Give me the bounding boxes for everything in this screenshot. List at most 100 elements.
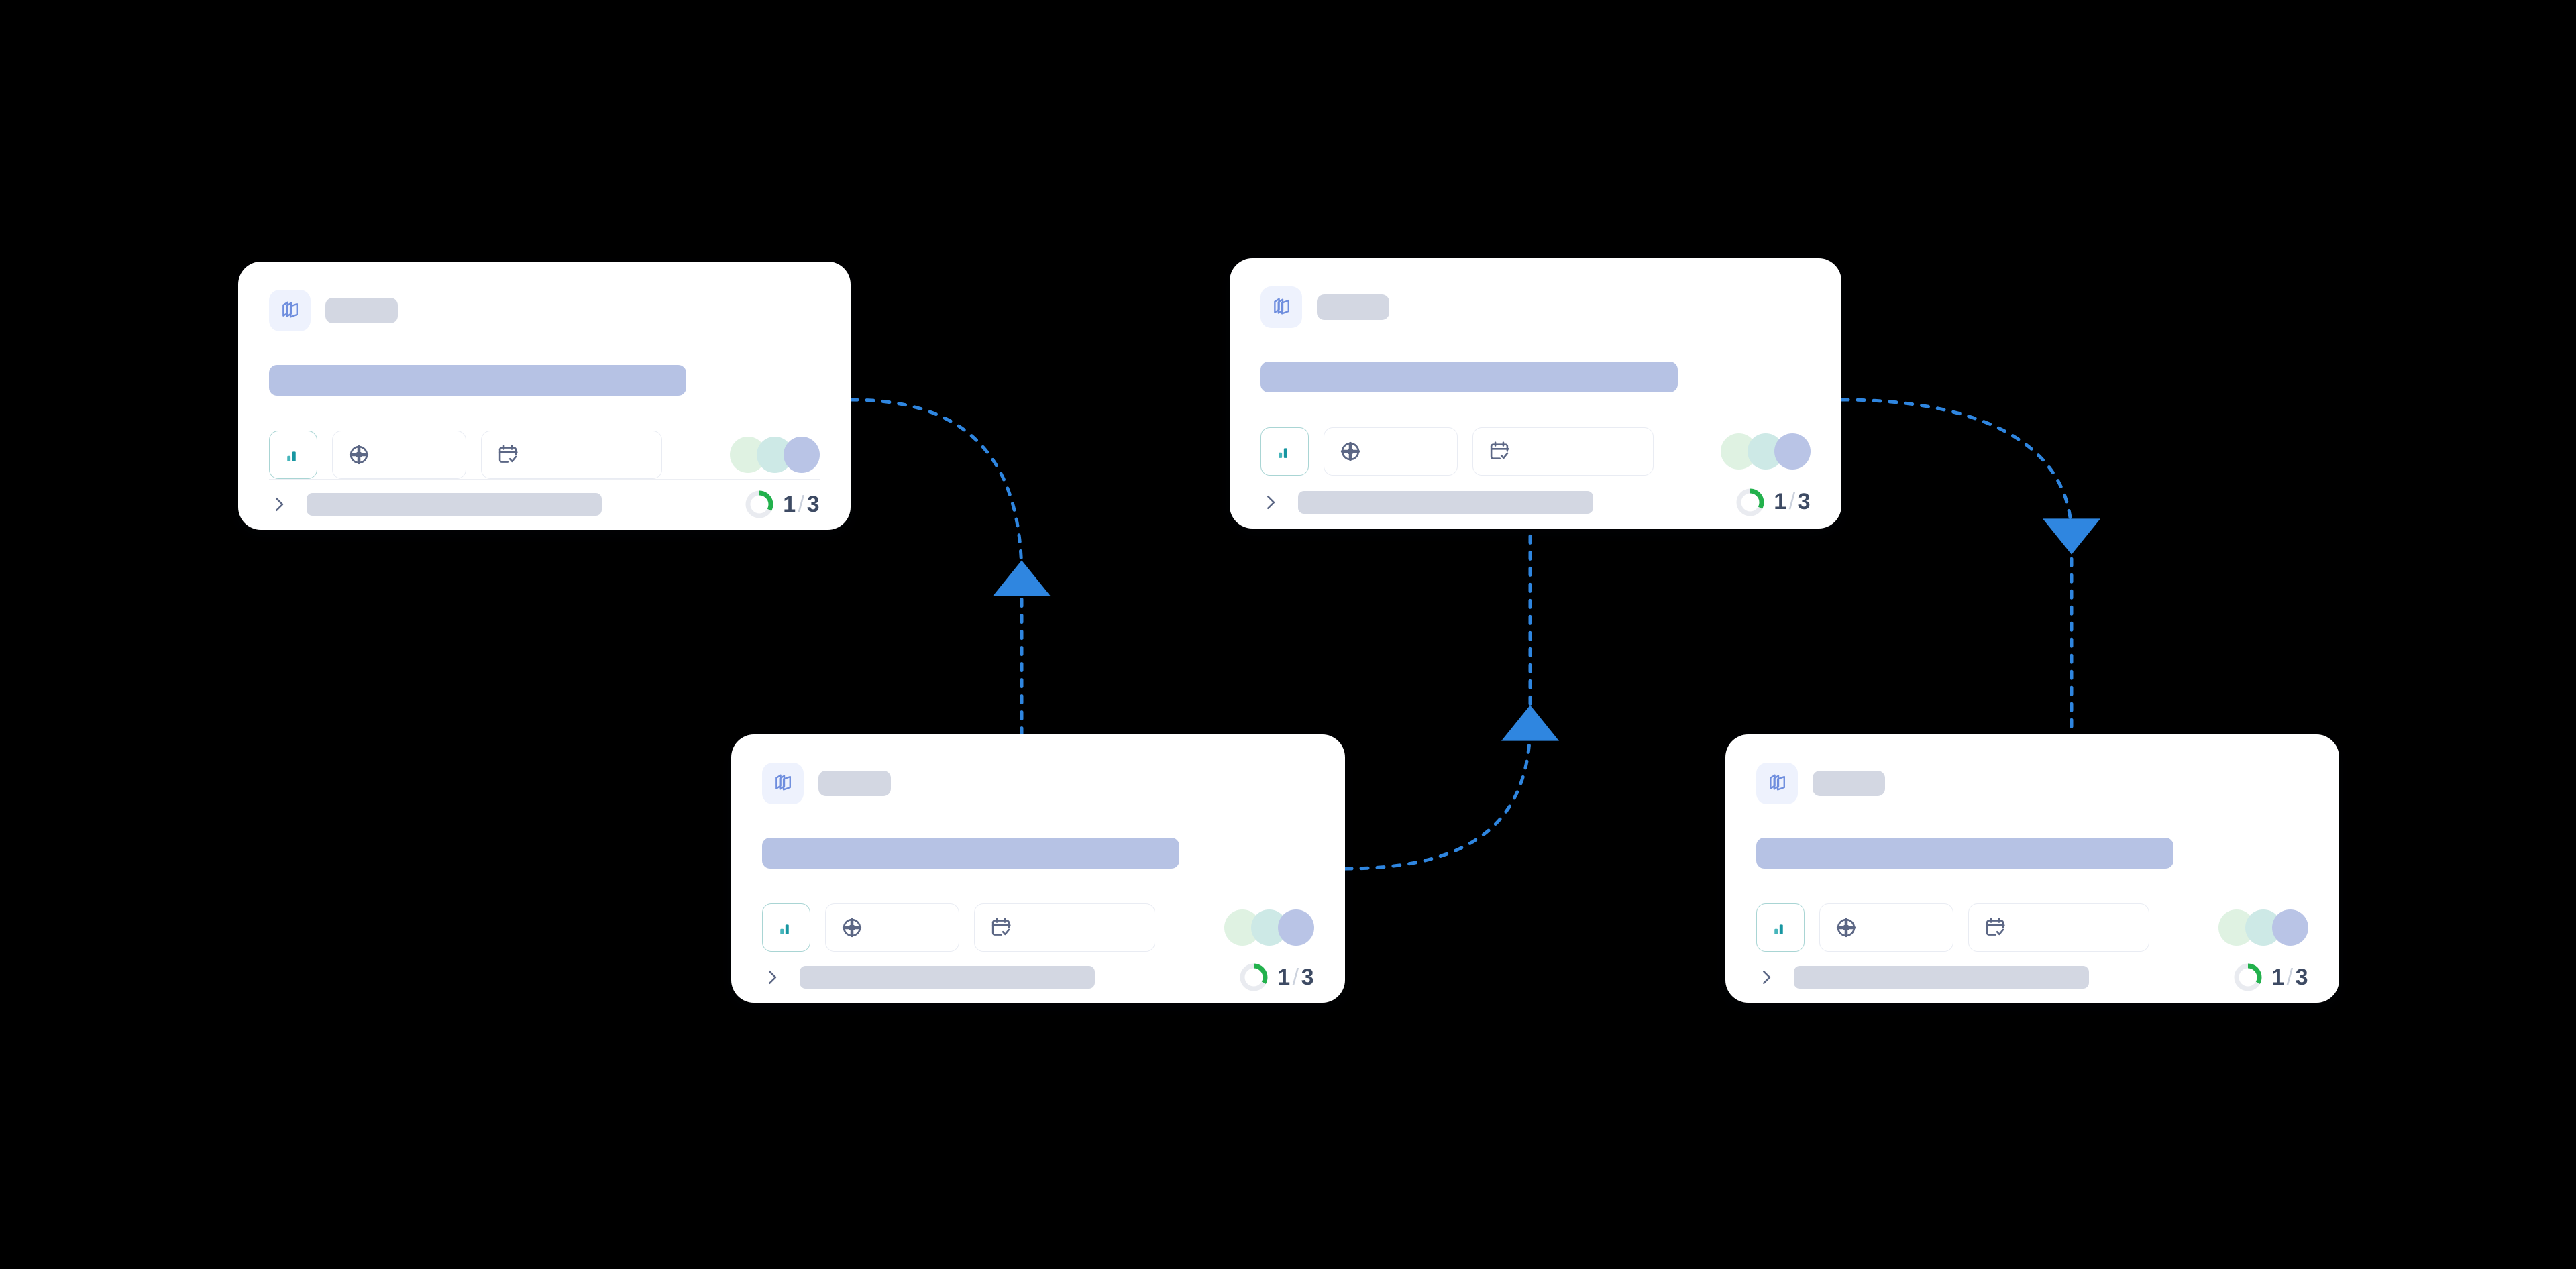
card-footer-placeholder [1794,966,2089,989]
workflow-card[interactable]: 1/3 [731,734,1345,1003]
card-heading-placeholder [1756,838,2174,869]
progress-current: 1 [783,491,796,517]
card-title-placeholder [325,298,398,323]
calendar-check-icon [496,443,519,466]
progress-label: 1/3 [2271,964,2308,991]
toolbar-chip-bar-chart[interactable] [762,903,810,952]
card-title-placeholder [1813,771,1885,796]
assignee-avatar-stack[interactable] [1721,433,1811,470]
progress-separator: / [798,491,805,517]
chevron-right-icon [1756,967,1776,987]
toolbar-chip-calendar-check[interactable] [974,903,1155,952]
layers-icon [1766,772,1788,795]
chevron-right-icon [1260,492,1281,512]
progress-total: 3 [1301,964,1314,990]
progress-total: 3 [806,491,820,517]
avatar[interactable] [1278,909,1314,946]
progress-separator: / [1292,964,1299,990]
progress-current: 1 [1277,964,1291,990]
expand-card-button[interactable] [1756,967,1776,987]
card-body [1230,258,1841,476]
card-body [731,734,1345,952]
card-footer-placeholder [1298,490,1593,514]
card-title-placeholder [1317,294,1389,320]
bar-chart-icon [1275,442,1294,461]
bar-chart-icon [1771,918,1790,937]
toolbar-chip-lifebuoy[interactable] [332,431,466,479]
layers-icon [771,772,794,795]
toolbar-chip-lifebuoy[interactable] [1324,427,1458,476]
card-heading-placeholder [1260,362,1678,392]
calendar-check-icon [1984,916,2006,939]
chevron-right-icon [762,967,782,987]
layers-icon [1270,296,1293,319]
toolbar-chip-calendar-check[interactable] [1472,427,1654,476]
card-header [762,761,1314,806]
workflow-card[interactable]: 1/3 [1725,734,2339,1003]
progress-label: 1/3 [1277,964,1314,991]
card-footer-placeholder [307,493,602,516]
down-arrow-marker [2043,518,2100,555]
card-progress: 1/3 [1735,487,1811,518]
expand-card-button[interactable] [269,494,289,514]
toolbar-chip-bar-chart[interactable] [269,431,317,479]
progress-donut [745,490,773,518]
calendar-check-icon [989,916,1012,939]
card-header [269,288,820,333]
card-type-icon-tile[interactable] [1260,286,1302,328]
connector-path [849,398,1024,736]
expand-card-button[interactable] [762,967,782,987]
card-toolbar [1260,427,1811,476]
card-progress: 1/3 [1238,962,1314,993]
card-header [1260,285,1811,329]
toolbar-chip-bar-chart[interactable] [1756,903,1805,952]
card-heading-placeholder [762,838,1179,869]
toolbar-chip-lifebuoy[interactable] [825,903,959,952]
progress-separator: / [1788,489,1796,515]
assignee-avatar-stack[interactable] [2218,909,2308,946]
card-toolbar [762,903,1314,952]
avatar[interactable] [784,437,820,473]
card-body [1725,734,2339,952]
progress-donut [2234,963,2262,991]
card-footer: 1/3 [1725,952,2339,1003]
card-progress: 1/3 [744,489,820,520]
card-type-icon-tile[interactable] [269,290,311,331]
card-title-placeholder [818,771,891,796]
avatar[interactable] [1774,433,1811,470]
progress-label: 1/3 [1774,489,1811,515]
lifebuoy-icon [841,916,863,939]
progress-total: 3 [1797,489,1811,515]
card-heading-placeholder [269,365,686,396]
assignee-avatar-stack[interactable] [1224,909,1314,946]
toolbar-chip-bar-chart[interactable] [1260,427,1309,476]
card-footer: 1/3 [731,952,1345,1003]
card-footer: 1/3 [1230,476,1841,529]
card-header [1756,761,2308,806]
card-footer: 1/3 [238,480,851,530]
toolbar-chip-calendar-check[interactable] [481,431,662,479]
toolbar-chip-lifebuoy[interactable] [1819,903,1953,952]
progress-current: 1 [2271,964,2285,990]
progress-total: 3 [2295,964,2308,990]
lifebuoy-icon [1339,440,1362,463]
calendar-check-icon [1488,440,1511,463]
expand-card-button[interactable] [1260,492,1281,512]
progress-donut [1736,488,1764,516]
up-arrow-marker [1501,705,1559,741]
progress-label: 1/3 [783,492,820,518]
chevron-right-icon [269,494,289,514]
workflow-card[interactable]: 1/3 [238,262,851,530]
progress-current: 1 [1774,489,1787,515]
lifebuoy-icon [1835,916,1858,939]
card-type-icon-tile[interactable] [762,763,804,804]
card-type-icon-tile[interactable] [1756,763,1798,804]
toolbar-chip-calendar-check[interactable] [1968,903,2149,952]
card-footer-placeholder [800,966,1095,989]
card-toolbar [269,431,820,479]
workflow-card[interactable]: 1/3 [1230,258,1841,529]
assignee-avatar-stack[interactable] [730,437,820,473]
avatar[interactable] [2272,909,2308,946]
